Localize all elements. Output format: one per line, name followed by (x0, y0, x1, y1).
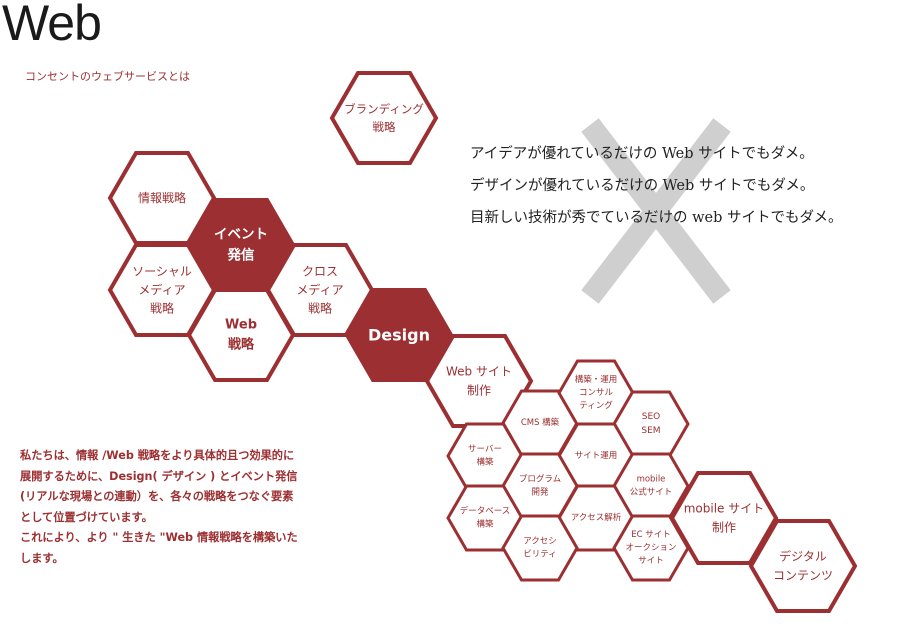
hex-label: 構築 (476, 457, 494, 468)
hex-label: サイト (638, 556, 664, 566)
hex-label: 公式サイト (630, 487, 673, 498)
hex-label: Web (225, 317, 257, 332)
hex-label: アクセス解析 (571, 512, 622, 523)
statement-technology: 目新しい技術が秀でているだけの web サイトでもダメ。 (470, 210, 843, 226)
hex-label: 制作 (712, 520, 736, 534)
page-title: Web (2, 0, 102, 51)
hexagon-shape (186, 288, 296, 382)
hex-label: 開発 (531, 488, 549, 498)
hex-label: Web サイト (446, 365, 512, 379)
hex-node-design: Design (344, 288, 454, 382)
hex-label: 情報戦略 (138, 190, 186, 205)
description-line: します。 (20, 551, 64, 565)
hex-label: 構築 (476, 519, 494, 530)
page-subtitle: コンセントのウェブサービスとは (25, 70, 190, 83)
hex-label: 構築・運用 (575, 374, 618, 385)
hexagon-shape (344, 288, 454, 382)
hex-node-event: イベント発信 (186, 198, 296, 292)
hex-label: 戦略 (373, 120, 396, 134)
hex-label: 戦略 (228, 337, 255, 353)
hex-label: 発信 (227, 247, 255, 264)
hex-label: コンサル (579, 388, 614, 398)
hex-label: メディア (138, 282, 185, 297)
hex-label: ソーシャル (132, 264, 192, 278)
hex-label: CMS 構築 (521, 417, 560, 428)
description-line: (リアルな現場との連動）を、各々の戦略をつなぐ要素 (20, 490, 294, 504)
hex-label: SEO (642, 412, 660, 422)
hex-label: デジタル (779, 549, 827, 564)
statements-block: アイデアが優れているだけの Web サイトでもダメ。 デザインが優れているだけの… (470, 138, 843, 234)
hex-label: イベント (214, 227, 268, 243)
hex-label: サーバー (468, 444, 502, 454)
hex-label: 戦略 (150, 301, 174, 316)
hexagon-shape (329, 71, 439, 165)
description-line: 私たちは、情報 /Web 戦略をより具体的且つ効果的に (20, 449, 295, 462)
hex-label: クロス (302, 264, 338, 278)
description-line: これにより、より " 生きた "Web 情報戦略を構築いた (20, 531, 298, 545)
hex-label: プログラム (519, 473, 561, 484)
hex-node-web-strategy: Web 戦略 (186, 288, 296, 382)
hex-label: Design (368, 326, 430, 345)
hex-label: ブランディング (344, 102, 424, 116)
hex-label: サイト運用 (575, 451, 618, 461)
hexagon-shape (501, 514, 579, 582)
hex-label: SEM (641, 426, 660, 436)
hex-label: 制作 (467, 383, 491, 397)
hex-label: データベース (460, 505, 511, 516)
hex-label: EC サイト (631, 530, 671, 540)
hex-label: メディア (296, 282, 343, 297)
hex-label: アクセシ (523, 536, 557, 546)
hex-label: mobile (637, 474, 666, 484)
statement-idea: アイデアが優れているだけの Web サイトでもダメ。 (470, 146, 814, 162)
hexagon-shape (748, 519, 858, 613)
description-text: 私たちは、情報 /Web 戦略をより具体的且つ効果的に 展開するために、Desi… (20, 446, 326, 570)
hex-label: コンテンツ (773, 568, 833, 582)
hex-label: 戦略 (308, 301, 332, 316)
hex-label: オークション (625, 543, 676, 553)
cross-mark-icon (581, 118, 731, 304)
hex-label: ティング (579, 400, 613, 411)
description-line: として位置づけています。 (20, 510, 153, 524)
statement-design: デザインが優れているだけの Web サイトでもダメ。 (470, 178, 815, 194)
hexagon-shape (612, 514, 690, 582)
description-line: 展開するために、Design( デザイン ) とイベント発信 (20, 469, 298, 483)
hex-label: mobile サイト (684, 502, 765, 516)
hex-label: ビリティ (523, 550, 557, 560)
